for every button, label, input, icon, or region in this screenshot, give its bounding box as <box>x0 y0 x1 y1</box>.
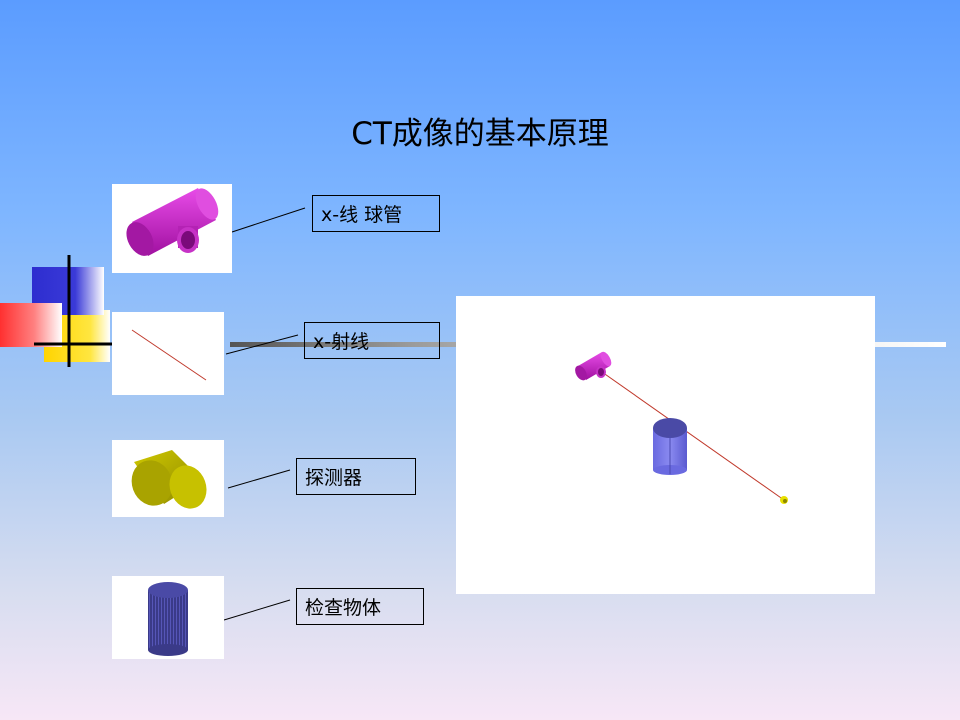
label-xray-tube: x-线 球管 <box>312 195 440 232</box>
xray-beam-icon <box>131 329 207 381</box>
ct-assembly-panel <box>456 296 875 594</box>
assembly-detector-icon <box>780 496 788 504</box>
decorative-squares <box>0 255 120 375</box>
object-cylinder-icon <box>148 582 188 656</box>
assembly-beam <box>601 371 785 501</box>
connector-line-detector <box>227 469 291 489</box>
thumb-xray-beam <box>112 312 224 395</box>
connector-line-object <box>223 599 291 621</box>
assembly-tube-icon <box>575 351 612 381</box>
xray-tube-icon <box>126 188 219 256</box>
label-xray-beam: x-射线 <box>304 322 440 359</box>
label-detector: 探测器 <box>296 458 416 495</box>
connector-line-tube <box>231 207 306 233</box>
label-object: 检查物体 <box>296 588 424 625</box>
connector-line-beam <box>225 334 299 355</box>
page-title: CT成像的基本原理 <box>351 116 609 152</box>
thumb-detector <box>112 440 224 517</box>
ct-assembly-diagram <box>575 351 788 504</box>
thumb-xray-tube <box>112 184 232 273</box>
assembly-object-icon <box>653 418 687 475</box>
decorative-squares-icon <box>0 255 118 367</box>
detector-icon <box>131 450 207 509</box>
thumb-object <box>112 576 224 659</box>
